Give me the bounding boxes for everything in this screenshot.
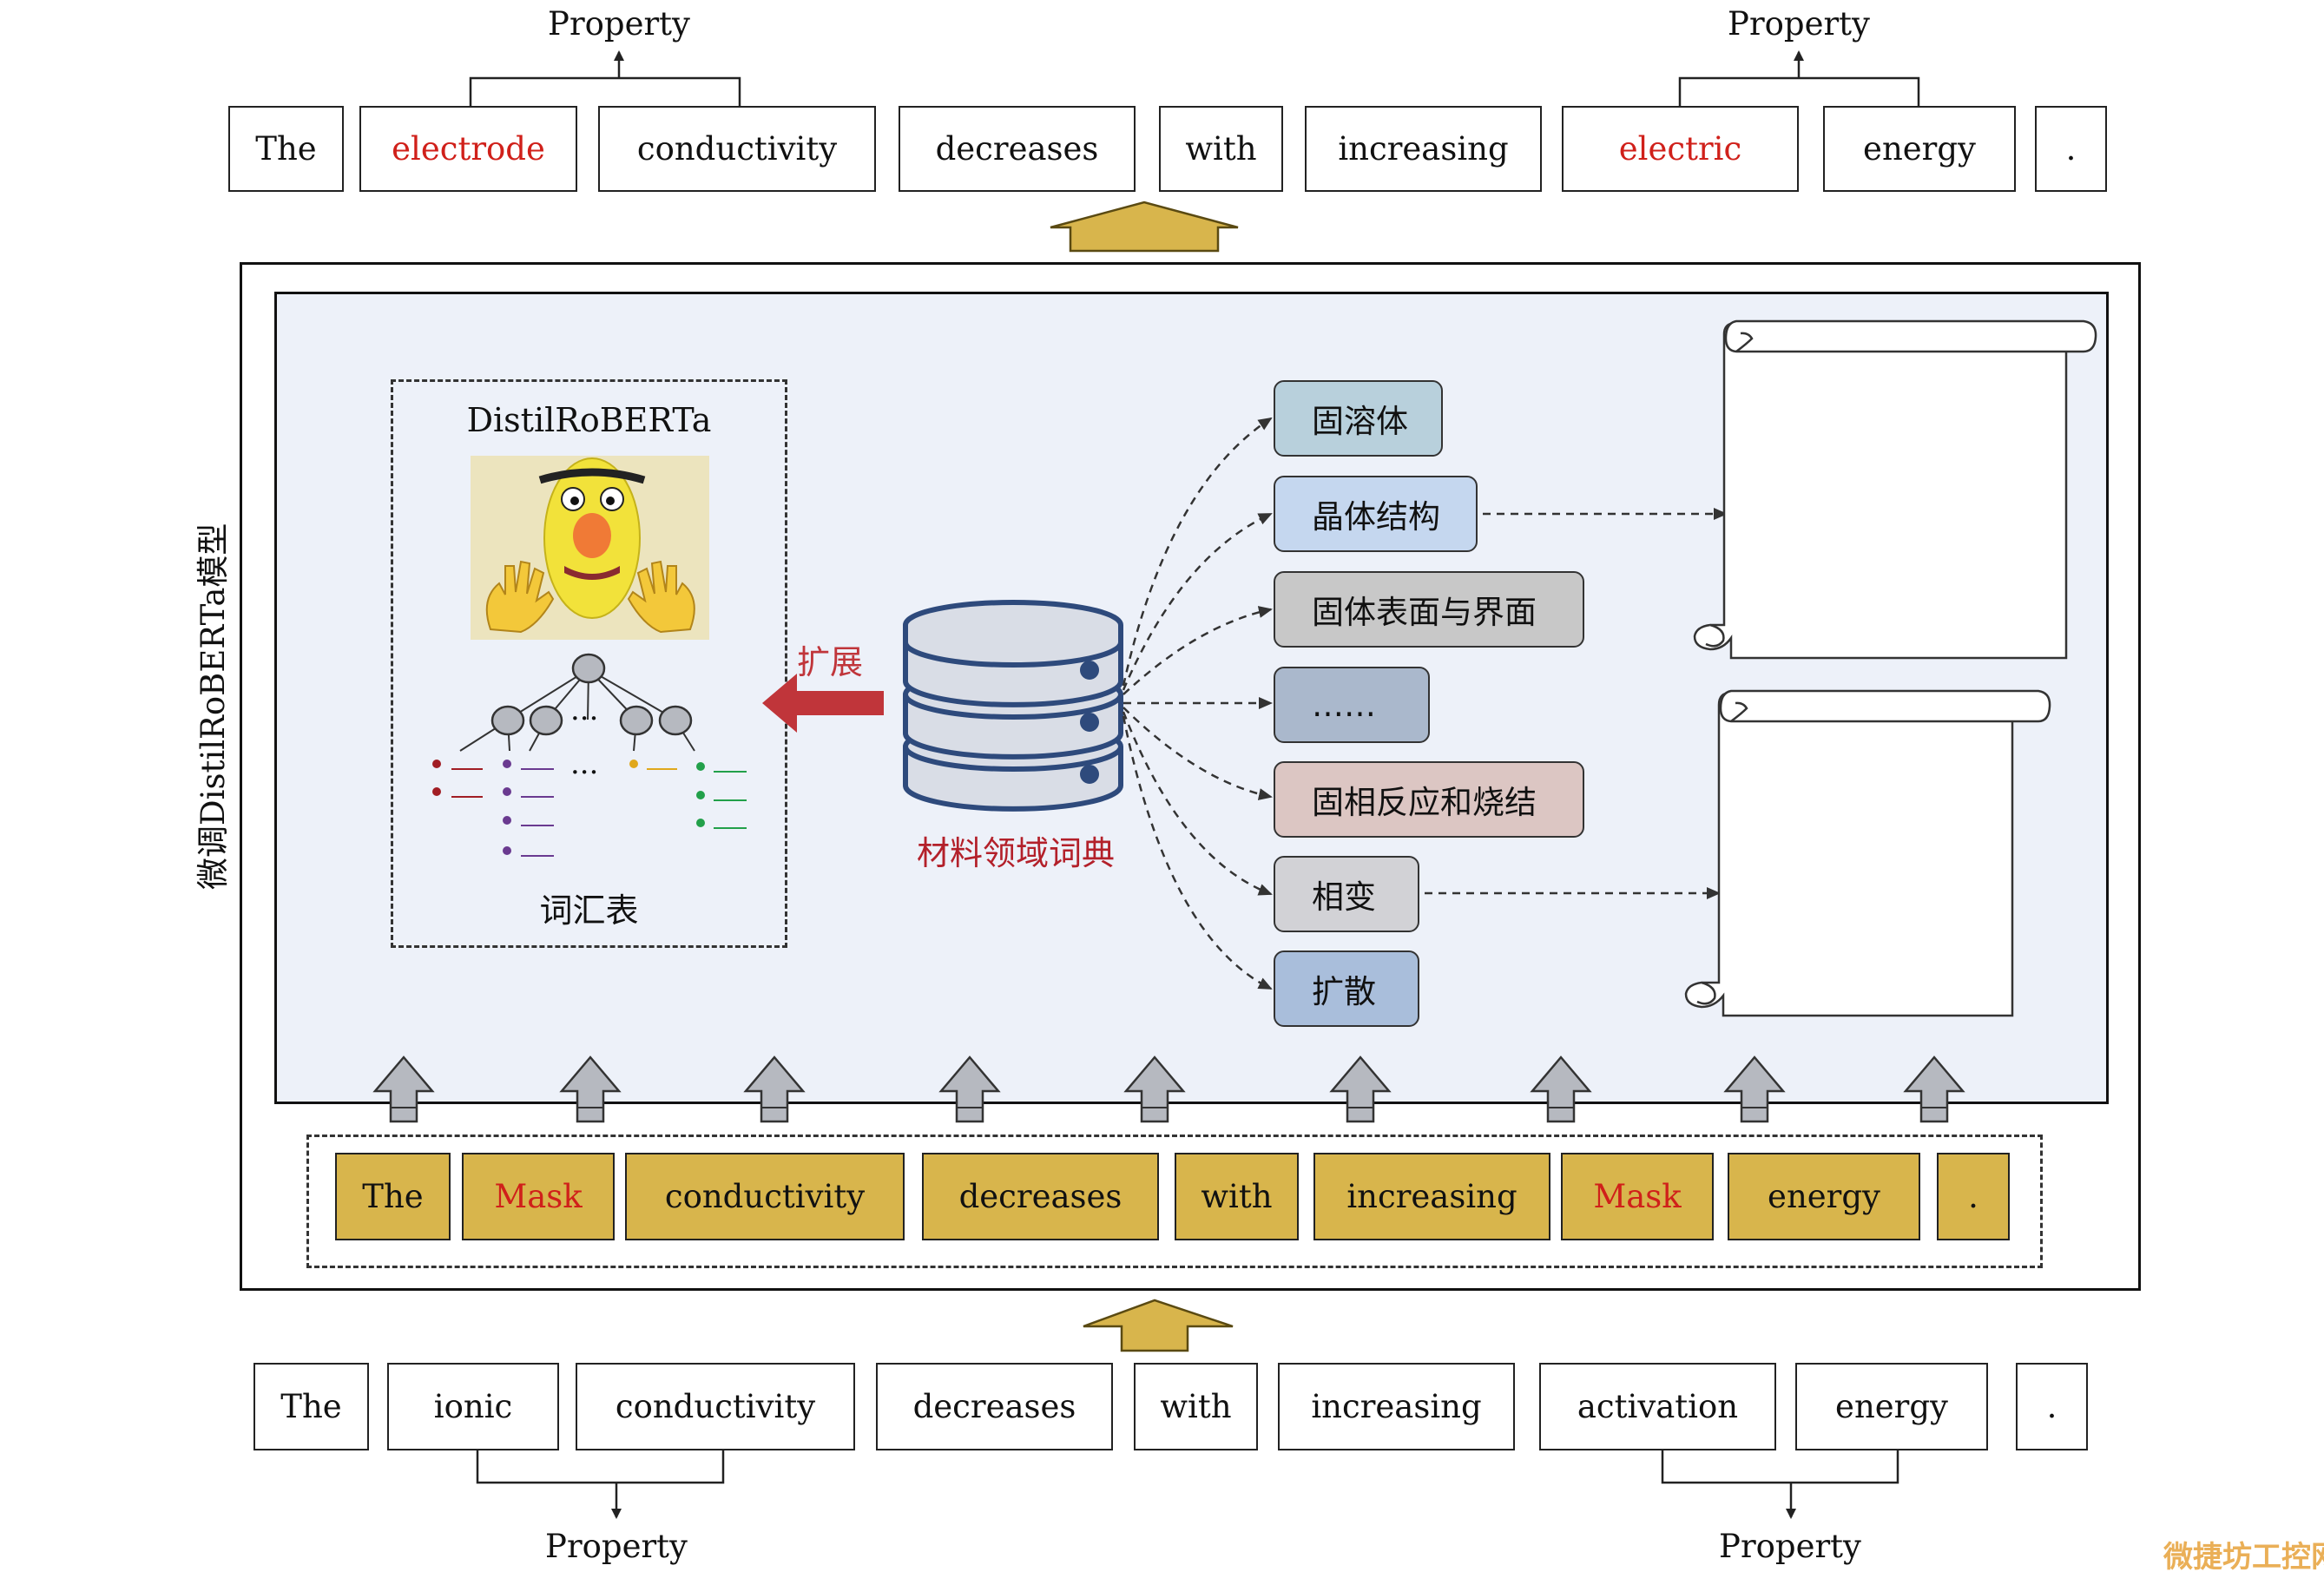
bottom-token-text: increasing bbox=[1311, 1388, 1482, 1425]
dictionary-label: 材料领域词典 bbox=[916, 834, 1115, 872]
category-diffusion: 扩散 bbox=[1274, 950, 1419, 1027]
bottom-property-label-left: Property bbox=[545, 1528, 688, 1565]
masked-token-text: . bbox=[1968, 1178, 1978, 1215]
scroll2-item-4: ... bbox=[1739, 953, 1769, 989]
input-up-arrow bbox=[1083, 1299, 1234, 1352]
bottom-token-3: decreases bbox=[876, 1363, 1113, 1450]
category-solid-surface-interface: 固体表面与界面 bbox=[1274, 571, 1584, 648]
top-property-label-right: Property bbox=[1728, 5, 1870, 43]
expand-label: 扩展 bbox=[797, 643, 864, 681]
bottom-token-8: . bbox=[2016, 1363, 2088, 1450]
category-label: 相变 bbox=[1312, 878, 1376, 916]
scroll1-item-2: single crystal bbox=[1747, 526, 1959, 562]
model-vertical-label: 微调DistilRoBERTa模型 bbox=[194, 523, 232, 890]
scroll2-item-3: splat cooling bbox=[1739, 907, 1942, 943]
scroll2-item-1: martensite bbox=[1739, 803, 1911, 839]
scroll1-item-0: bonding energy bbox=[1747, 395, 1996, 431]
bottom-property-bracket-right bbox=[1661, 1450, 1899, 1519]
masked-token-3: decreases bbox=[922, 1153, 1159, 1240]
top-token-7: energy bbox=[1823, 106, 2016, 192]
bottom-token-1: ionic bbox=[387, 1363, 559, 1450]
scroll1-item-3: ... bbox=[1747, 580, 1777, 615]
category-label: 晶体结构 bbox=[1312, 498, 1440, 536]
masked-token-0: The bbox=[335, 1153, 451, 1240]
masked-token-text: decreases bbox=[958, 1178, 1122, 1215]
scroll2-item-0: nucleus bbox=[1739, 750, 1862, 786]
masked-token-text: energy bbox=[1768, 1178, 1880, 1215]
category-label: 固体表面与界面 bbox=[1312, 594, 1537, 631]
masked-token-text: Mask bbox=[1593, 1178, 1682, 1215]
top-token-text: . bbox=[2065, 130, 2077, 168]
top-token-6: electric bbox=[1562, 106, 1799, 192]
vocab-ellipsis-bottom: ··· bbox=[570, 755, 599, 790]
top-token-text: The bbox=[255, 130, 317, 168]
top-token-2: conductivity bbox=[598, 106, 876, 192]
category-crystal-structure: 晶体结构 bbox=[1274, 476, 1478, 552]
scroll1-item-1: gain boundary bbox=[1747, 460, 1976, 496]
masked-token-text: conductivity bbox=[664, 1178, 866, 1215]
top-token-4: with bbox=[1159, 106, 1283, 192]
category-phase-transition: 相变 bbox=[1274, 856, 1419, 932]
top-token-1: electrode bbox=[359, 106, 577, 192]
masked-token-1: Mask bbox=[462, 1153, 615, 1240]
bottom-token-6: activation bbox=[1539, 1363, 1776, 1450]
category-label: 固溶体 bbox=[1312, 403, 1408, 440]
top-token-text: conductivity bbox=[636, 130, 838, 168]
watermark: 微捷坊工控网 bbox=[2163, 1540, 2324, 1572]
top-token-text: increasing bbox=[1338, 130, 1509, 168]
category-label: 固相反应和烧结 bbox=[1312, 784, 1537, 821]
masked-token-text: increasing bbox=[1346, 1178, 1518, 1215]
bottom-token-4: with bbox=[1134, 1363, 1258, 1450]
top-token-8: . bbox=[2035, 106, 2107, 192]
category-solid-solution: 固溶体 bbox=[1274, 380, 1443, 457]
category-label: …… bbox=[1312, 686, 1376, 724]
bottom-token-text: decreases bbox=[912, 1388, 1076, 1425]
top-token-text: energy bbox=[1863, 130, 1976, 168]
masked-token-7: energy bbox=[1728, 1153, 1920, 1240]
distilroberta-title: DistilRoBERTa bbox=[466, 401, 712, 439]
top-property-bracket-right bbox=[1678, 50, 1920, 106]
bottom-token-text: . bbox=[2046, 1388, 2057, 1425]
bottom-token-text: energy bbox=[1835, 1388, 1948, 1425]
bottom-token-2: conductivity bbox=[576, 1363, 855, 1450]
vocab-ellipsis-top: ··· bbox=[570, 701, 599, 736]
distilroberta-box bbox=[391, 379, 787, 948]
bottom-token-text: ionic bbox=[433, 1388, 513, 1425]
top-token-text: electrode bbox=[392, 130, 545, 168]
bottom-token-0: The bbox=[253, 1363, 369, 1450]
masked-token-text: Mask bbox=[494, 1178, 583, 1215]
masked-token-text: The bbox=[362, 1178, 424, 1215]
masked-token-4: with bbox=[1175, 1153, 1299, 1240]
category-solid-phase-reaction: 固相反应和烧结 bbox=[1274, 761, 1584, 838]
top-token-0: The bbox=[228, 106, 344, 192]
masked-token-8: . bbox=[1937, 1153, 2010, 1240]
model-outer-frame bbox=[240, 262, 2141, 1291]
bottom-token-text: with bbox=[1160, 1388, 1232, 1425]
bottom-property-label-right: Property bbox=[1719, 1528, 1861, 1565]
bottom-property-bracket-left bbox=[476, 1450, 725, 1519]
category-label: 扩散 bbox=[1312, 973, 1376, 1010]
output-up-arrow bbox=[1050, 201, 1239, 253]
bottom-token-text: activation bbox=[1577, 1388, 1739, 1425]
bottom-token-7: energy bbox=[1795, 1363, 1988, 1450]
top-token-text: decreases bbox=[935, 130, 1099, 168]
masked-token-text: with bbox=[1201, 1178, 1273, 1215]
bottom-token-5: increasing bbox=[1278, 1363, 1515, 1450]
category-ellipsis: …… bbox=[1274, 667, 1430, 743]
scroll2-item-2: supercooling bbox=[1739, 851, 1944, 886]
bottom-token-text: conductivity bbox=[615, 1388, 816, 1425]
bottom-token-text: The bbox=[280, 1388, 342, 1425]
masked-token-6: Mask bbox=[1561, 1153, 1714, 1240]
masked-token-2: conductivity bbox=[625, 1153, 905, 1240]
top-property-bracket-left bbox=[469, 50, 741, 106]
top-token-text: with bbox=[1185, 130, 1257, 168]
masked-input-frame bbox=[306, 1135, 2043, 1268]
top-token-text: electric bbox=[1618, 130, 1742, 168]
top-property-label-left: Property bbox=[548, 5, 690, 43]
top-token-3: decreases bbox=[899, 106, 1136, 192]
vocab-label: 词汇表 bbox=[539, 891, 639, 930]
top-token-5: increasing bbox=[1305, 106, 1542, 192]
masked-token-5: increasing bbox=[1313, 1153, 1550, 1240]
